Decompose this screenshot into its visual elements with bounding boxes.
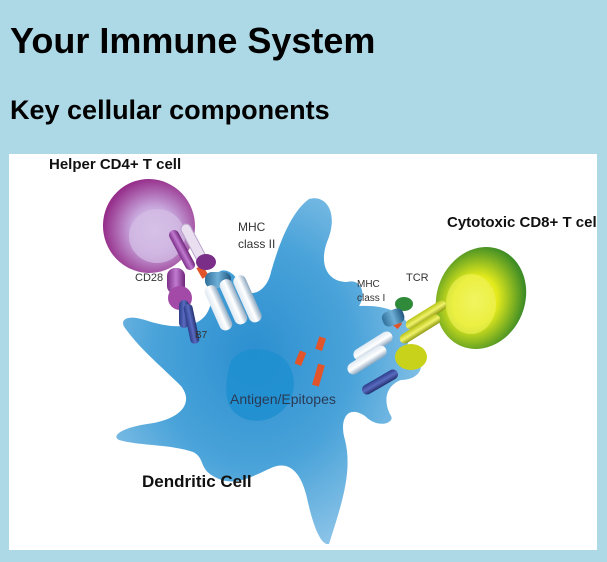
mhc-class-ii-label-line1: MHC [238,220,266,234]
epitope [196,264,209,279]
helper-t-cell-label: Helper CD4+ T cell [49,156,182,173]
immune-system-diagram: Helper CD4+ T cell Cytotoxic CD8+ T cell… [9,154,597,550]
b7-label: B7 [195,330,208,341]
page-subtitle: Key cellular components [10,95,330,125]
mhc-class-i-label-line1: MHC [357,279,380,290]
epitope [315,336,326,351]
page-title: Your Immune System [10,20,376,61]
dendritic-cell-label: Dendritic Cell [142,472,252,491]
antigen-label: Antigen/Epitopes [230,391,336,407]
mhc-class-i-label-line2: class I [357,293,386,304]
mhc-class-ii-label-line2: class II [238,237,276,251]
epitope [294,350,307,366]
diagram-artwork [102,179,527,545]
tcr-label: TCR [406,272,429,284]
cytotoxic-t-cell-label: Cytotoxic CD8+ T cell [447,214,597,231]
epitope [312,363,325,387]
dendritic-cell-nucleus [226,349,294,421]
cd28-label: CD28 [135,272,164,284]
